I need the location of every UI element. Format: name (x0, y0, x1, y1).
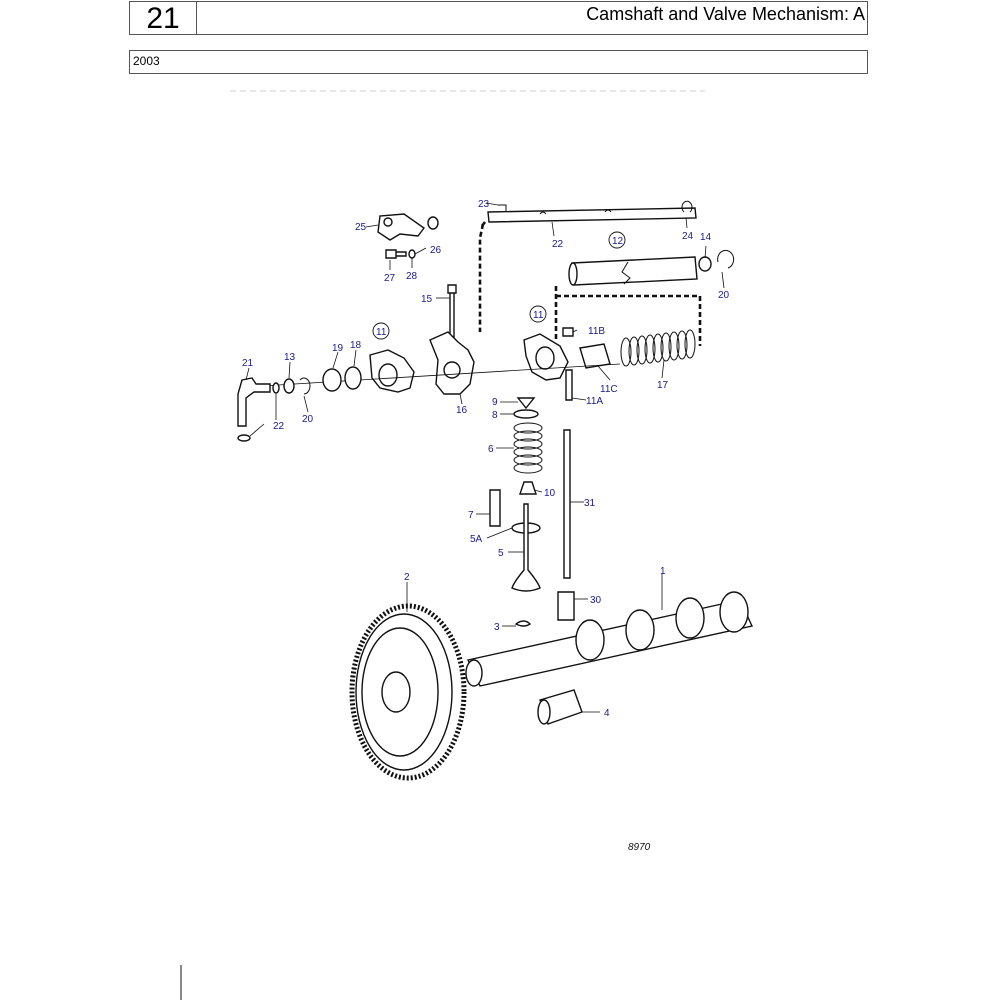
assembly-line (556, 294, 702, 346)
rocker-spring (620, 329, 696, 367)
tappet (557, 591, 575, 621)
adjusting-nut (562, 327, 574, 337)
camshaft (465, 591, 753, 687)
callout-4: 4 (604, 708, 610, 719)
callout-11-right: 11 (533, 310, 544, 321)
plug (283, 378, 295, 394)
spring-washer (322, 368, 342, 392)
callout-7: 7 (468, 510, 474, 521)
callout-11c: 11C (600, 384, 618, 395)
pin (498, 204, 507, 212)
callout-2: 2 (404, 572, 410, 583)
section-title: Camshaft and Valve Mechanism: A (586, 4, 865, 24)
header-bar: 21 Camshaft and Valve Mechanism: A (129, 1, 868, 35)
assembly-line (478, 223, 485, 332)
valve-keepers (516, 397, 536, 410)
callout-25: 24 (682, 231, 694, 242)
callout-6: 6 (488, 444, 494, 455)
callout-17: 17 (657, 380, 669, 391)
callout-3: 3 (494, 622, 500, 633)
callout-22: 22 (273, 421, 285, 432)
valve-stem-seal (519, 481, 537, 495)
callout-24: 23 (478, 199, 490, 210)
long-bolt (447, 284, 457, 338)
washer-small (408, 249, 416, 259)
callout-15: 16 (456, 405, 468, 416)
seal-ring (272, 382, 280, 394)
rocker-shaft (487, 207, 697, 223)
callout-21: 21 (242, 358, 254, 369)
leader-lines (245, 202, 725, 713)
valve-guide (489, 489, 501, 527)
valve (511, 503, 541, 592)
pushrod (563, 429, 571, 579)
callout-29: 28 (406, 271, 418, 282)
woodruff-key (514, 620, 532, 627)
circlip-left (299, 377, 311, 395)
circlip (717, 249, 735, 269)
callout-26: 25 (355, 222, 367, 233)
callout-23: 22 (552, 239, 564, 250)
adjusting-screw (565, 369, 573, 401)
valve-spring (513, 422, 543, 474)
callout-27: 26 (430, 245, 442, 256)
washer-large (344, 366, 362, 390)
timing-gear (349, 603, 467, 781)
figure-code: 8970 (628, 842, 651, 853)
o-ring (237, 434, 251, 442)
callout-1: 1 (660, 566, 666, 577)
section-number: 21 (130, 2, 197, 35)
year-bar: 2003 (129, 50, 868, 74)
callout-11-left: 11 (376, 327, 387, 338)
callout-16: 15 (421, 294, 433, 305)
callout-9: 9 (492, 397, 498, 408)
callout-13: 13 (284, 352, 296, 363)
oil-pipe (237, 377, 271, 427)
callout-5: 5 (498, 548, 504, 559)
bolt (385, 249, 407, 259)
callout-8: 8 (492, 410, 498, 421)
callout-30: 30 (590, 595, 602, 606)
shaft-bracket (377, 213, 425, 241)
callout-20-left: 20 (302, 414, 314, 425)
retaining-clip (681, 200, 693, 213)
callout-11b: 11B (588, 326, 605, 337)
callout-labels: 23 22 24 25 26 27 28 12 14 20 15 11 11 1… (242, 199, 730, 719)
assembly-line (480, 221, 487, 227)
callout-14: 14 (700, 232, 712, 243)
sleeve (698, 256, 712, 272)
callout-5a: 5A (470, 534, 483, 545)
callout-12: 12 (612, 236, 624, 247)
callout-18: 18 (350, 340, 362, 351)
callout-10: 10 (544, 488, 556, 499)
washer (427, 216, 439, 230)
callout-circles (372, 231, 626, 340)
model-year: 2003 (133, 54, 160, 68)
callout-20-upper: 20 (718, 290, 730, 301)
callout-19: 19 (332, 343, 344, 354)
callout-11a: 11A (586, 396, 603, 407)
spring-retainer (513, 409, 539, 419)
callout-31: 31 (584, 498, 596, 509)
rocker-bushing (579, 343, 611, 369)
callout-28: 27 (384, 273, 396, 284)
spacer-tube (568, 256, 698, 286)
